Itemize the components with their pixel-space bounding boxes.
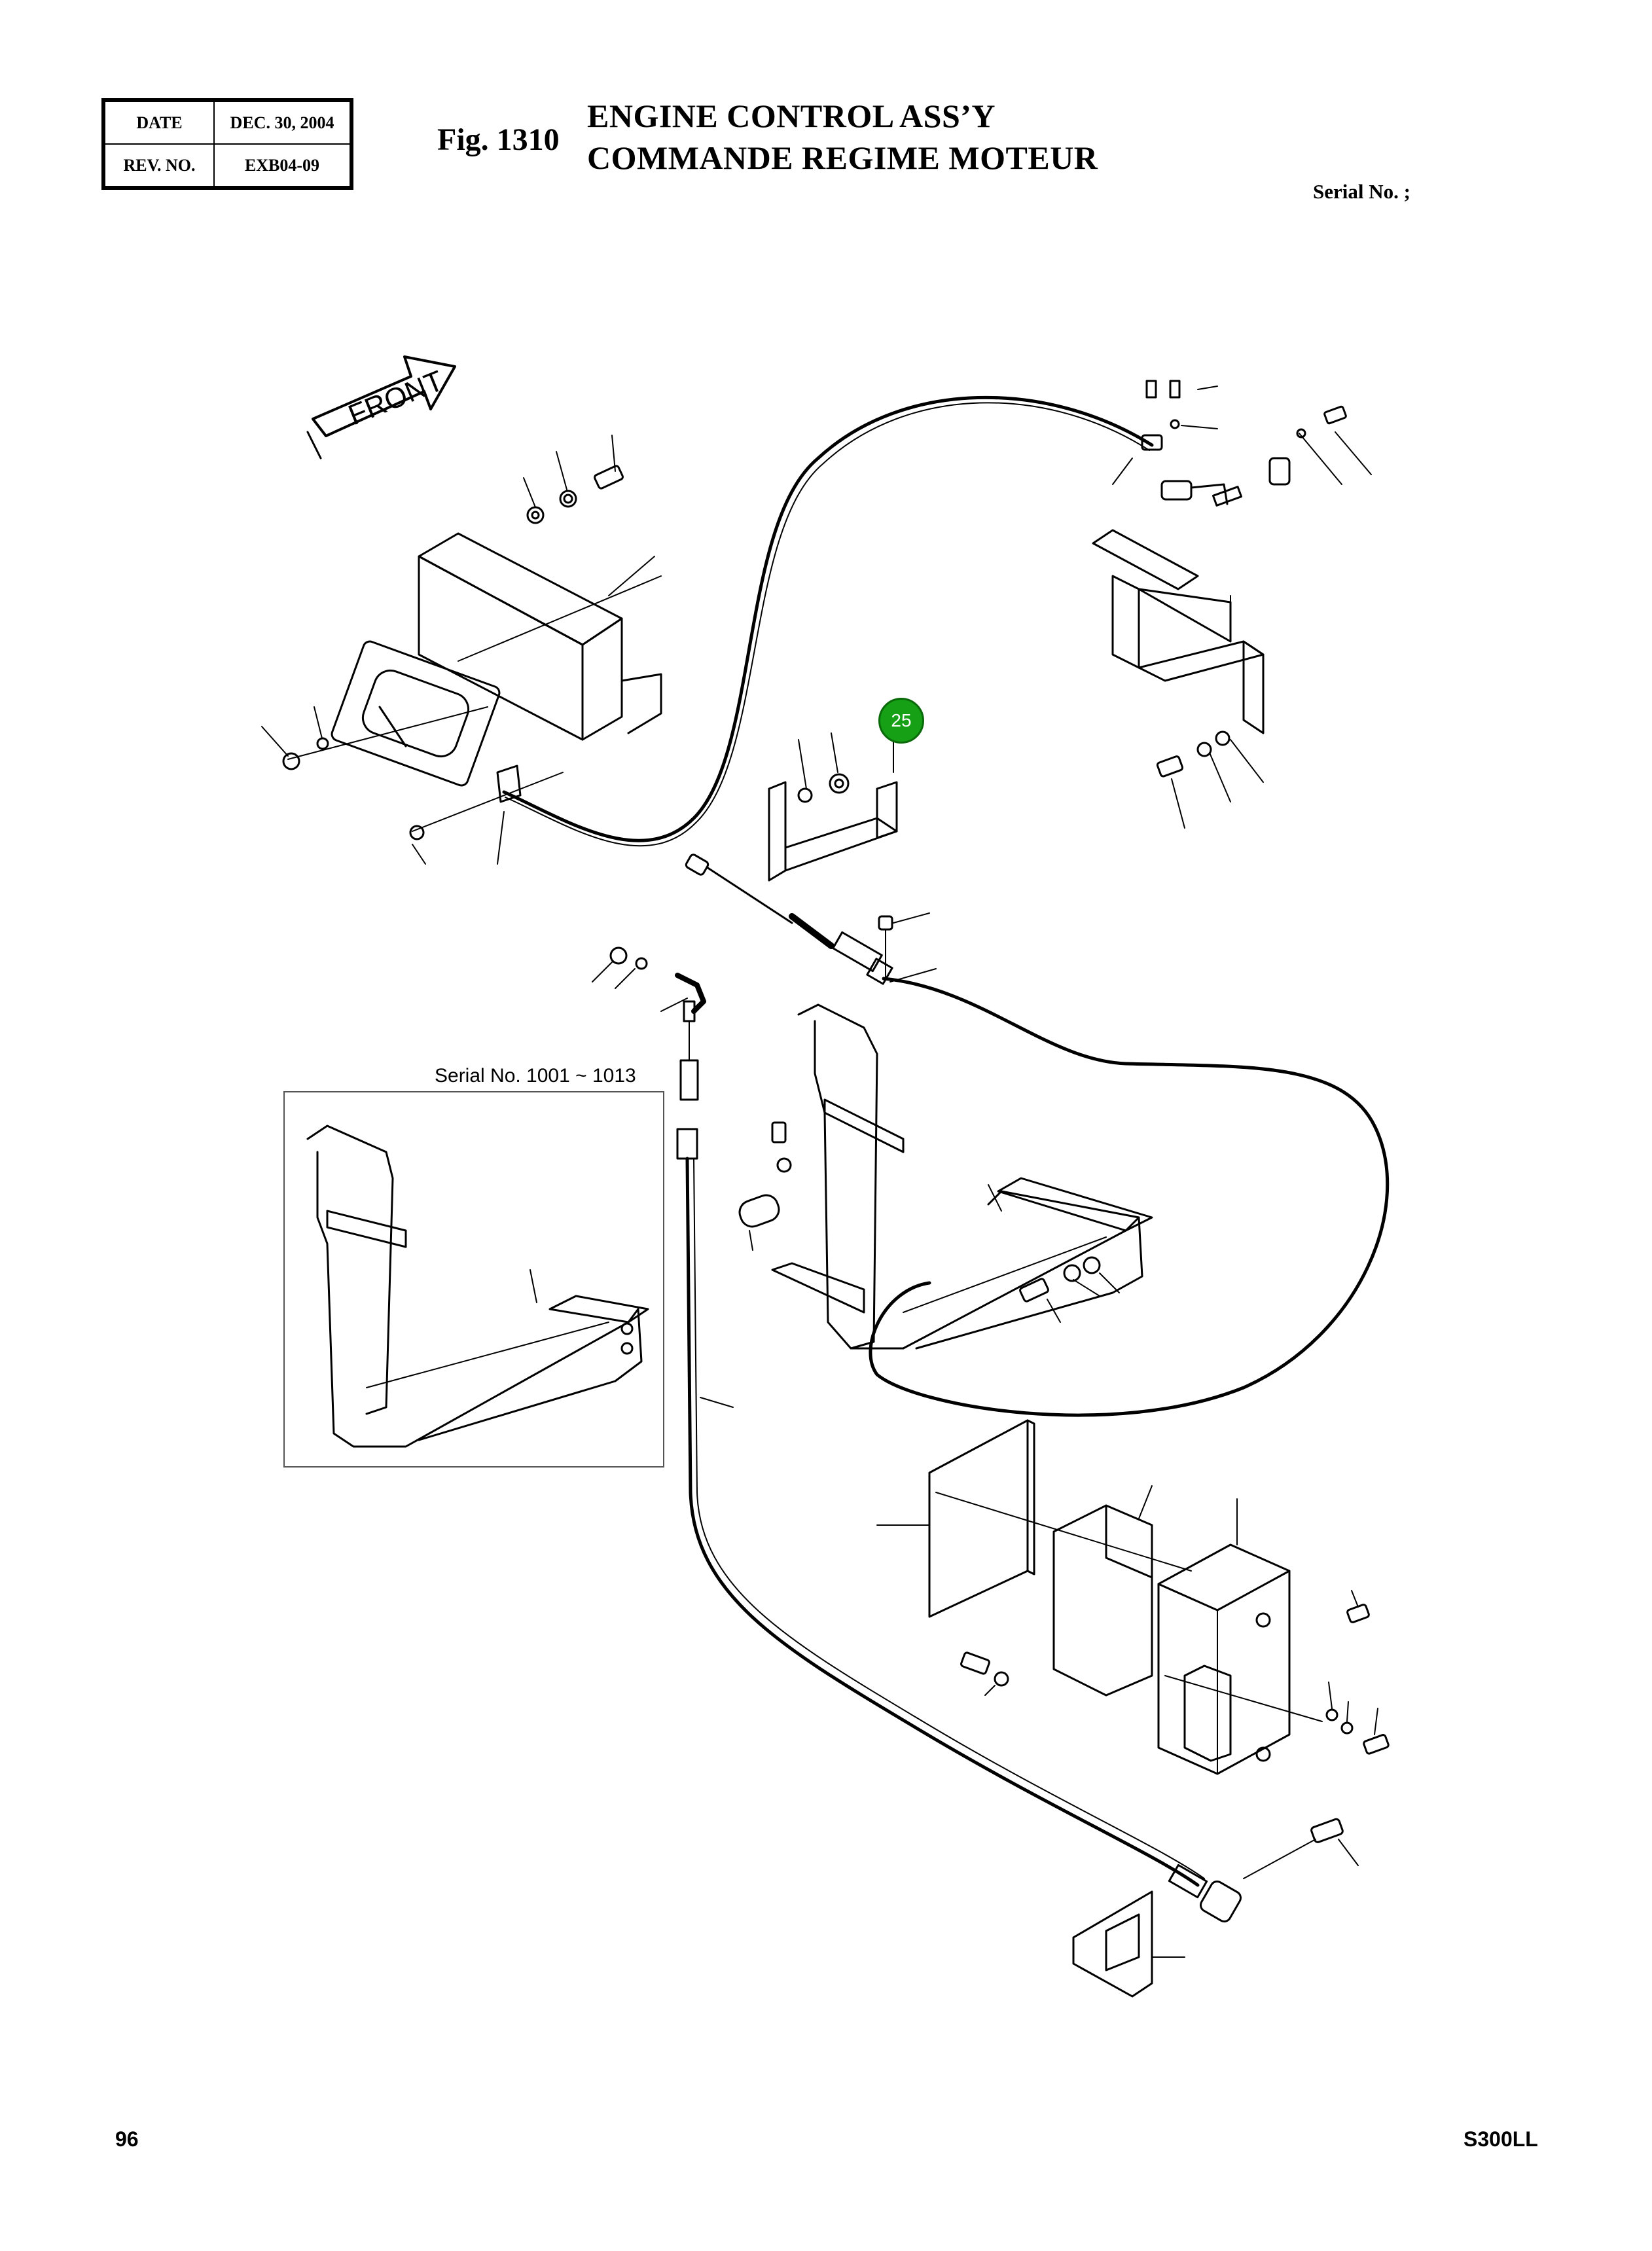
left-bracket-assembly (287, 532, 662, 832)
center-small-bracket (768, 732, 898, 882)
serial-number-header: Serial No. ; (1313, 180, 1410, 203)
model-name: S300LL (1463, 2127, 1538, 2151)
rev-value: EXB04-09 (213, 143, 351, 187)
control-box-assembly (876, 1419, 1390, 1775)
page-number: 96 (115, 2127, 139, 2151)
main-lever-bracket (738, 1003, 1153, 1350)
title-english: ENGINE CONTROL ASS’Y (587, 98, 996, 134)
front-label: FRONT (344, 365, 448, 431)
right-bracket-assembly (1092, 380, 1372, 829)
date-label: DATE (104, 101, 215, 145)
bottom-knob-bracket (1072, 1818, 1359, 1998)
callout-badge[interactable]: 25 (878, 698, 924, 744)
title-french: COMMANDE REGIME MOTEUR (587, 139, 1098, 176)
inset-frame (283, 1091, 664, 1468)
upper-cable (502, 395, 1154, 842)
inset-bracket-drawing (306, 1125, 649, 1448)
lower-cable-assembly (592, 946, 1242, 1922)
rev-label: REV. NO. (104, 143, 215, 187)
cable-end-rod (685, 854, 1390, 1417)
figure-number: Fig. 1310 (437, 122, 560, 157)
inset-serial-label: Serial No. 1001 ~ 1013 (435, 1065, 636, 1087)
left-hardware (261, 435, 655, 865)
revision-box: DATE DEC. 30, 2004 REV. NO. EXB04-09 (101, 98, 353, 190)
front-arrow-icon: FRONT (306, 355, 456, 459)
date-value: DEC. 30, 2004 (213, 101, 351, 145)
